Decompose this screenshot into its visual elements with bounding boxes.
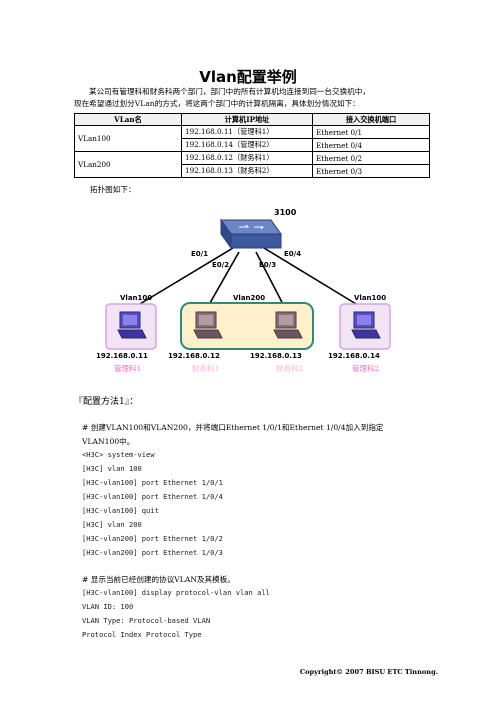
computer-icon: [193, 311, 223, 339]
table-header: VLan名: [74, 113, 182, 126]
table-row: 192.168.0.13（财务科2） Ethernet 0/3: [75, 164, 430, 178]
host-ip: 192.168.0.13: [250, 352, 302, 360]
command-line: [H3C-vlan100] display protocol-vlan vlan…: [82, 588, 270, 597]
table-row: VLan100 192.168.0.11（管理科1） Ethernet 0/1: [74, 125, 430, 152]
vlan-label: Vlan200: [233, 294, 265, 302]
output-line: VLAN ID: 100: [82, 602, 134, 611]
comment-line: # 显示当前已经创建的协议VLAN及其模板。: [82, 575, 235, 584]
command-line: [H3C] vlan 200: [82, 520, 142, 529]
port-label: E0/1: [191, 250, 208, 258]
port-cell: Ethernet 0/4: [312, 138, 430, 152]
host-ip: 192.168.0.12: [168, 352, 220, 360]
comment-line: VLAN100中。: [82, 437, 135, 446]
ip-cell: 192.168.0.12（财务科1）: [181, 151, 313, 165]
table-row: 192.168.0.14（管理科2） Ethernet 0/4: [75, 138, 430, 152]
cable-e01: [129, 247, 234, 311]
cable-e03: [255, 251, 287, 311]
command-line: [H3C] vlan 100: [82, 464, 142, 473]
comment-line: # 创建VLAN100和VLAN200，并将端口Ethernet 1/0/1和E…: [82, 423, 384, 432]
port-cell: Ethernet 0/1: [312, 125, 430, 139]
output-line: Protocol Index Protocol Type: [82, 630, 202, 639]
vlan-cell: VLan200: [74, 151, 182, 178]
host-dept: 管理科2: [352, 363, 379, 373]
method-heading: 『配置方法1』：: [74, 397, 139, 407]
ip-cell: 192.168.0.11（管理科1）: [181, 125, 313, 139]
topology-caption: 拓扑图如下：: [90, 185, 136, 194]
vlan-cell: VLan100: [74, 125, 182, 152]
computer-icon: [273, 311, 303, 339]
vlan-table: VLan名 计算机IP地址 接入交换机端口 VLan100 192.168.0.…: [74, 113, 430, 178]
host-ip: 192.168.0.14: [328, 352, 380, 360]
ip-cell: 192.168.0.13（财务科2）: [181, 164, 313, 178]
table-header: 计算机IP地址: [181, 113, 313, 126]
switch-name: 3100: [274, 208, 297, 217]
switch-icon: [220, 218, 282, 250]
ip-cell: 192.168.0.14（管理科2）: [181, 138, 313, 152]
command-line: [H3C-vlan100] quit: [82, 506, 159, 515]
command-line: [H3C-vlan100] port Ethernet 1/0/1: [82, 478, 223, 487]
host-ip: 192.168.0.11: [96, 352, 148, 360]
command-line: [H3C-vlan200] port Ethernet 1/0/3: [82, 548, 223, 557]
cable-e02: [205, 251, 240, 311]
intro-paragraph: 某公司有管理科和财务科两个部门，部门中的所有计算机均连接到同一台交换机中， 现在…: [74, 86, 432, 110]
command-line: [H3C-vlan200] port Ethernet 1/0/2: [82, 534, 223, 543]
table-row: VLan200 192.168.0.12（财务科1） Ethernet 0/2: [74, 151, 430, 178]
command-line: [H3C-vlan100] port Ethernet 1/0/4: [82, 492, 223, 501]
port-label: E0/2: [212, 261, 229, 269]
port-cell: Ethernet 0/3: [312, 164, 430, 178]
table-header: 接入交换机端口: [312, 113, 430, 126]
vlan-label: Vlan100: [120, 294, 152, 302]
computer-icon: [117, 311, 147, 339]
port-cell: Ethernet 0/2: [312, 151, 430, 165]
port-label: E0/4: [284, 250, 301, 258]
host-dept: 财务科1: [192, 363, 219, 373]
intro-line: 某公司有管理科和财务科两个部门，部门中的所有计算机均连接到同一台交换机中，: [89, 87, 370, 96]
page-title: Vlan配置举例: [199, 68, 297, 86]
computer-icon: [351, 311, 381, 339]
output-line: VLAN Type: Protocol-based VLAN: [82, 616, 211, 625]
copyright-footer: Copyright© 2007 BISU ETC Tinnong.: [299, 668, 438, 676]
command-line: <H3C> system-view: [82, 450, 155, 459]
port-label: E0/3: [259, 261, 276, 269]
host-dept: 管理科1: [114, 363, 141, 373]
cable-e04: [263, 247, 367, 311]
host-dept: 财务科2: [276, 363, 303, 373]
topology-diagram: 3100 E0/1 E0/2 E0/3 E0/4 Vlan100 Vlan200…: [96, 208, 391, 373]
vlan-label: Vlan100: [354, 294, 386, 302]
intro-line: 现在希望通过划分VLan的方式，将这两个部门中的计算机隔离，具体划分情况如下：: [74, 99, 360, 108]
